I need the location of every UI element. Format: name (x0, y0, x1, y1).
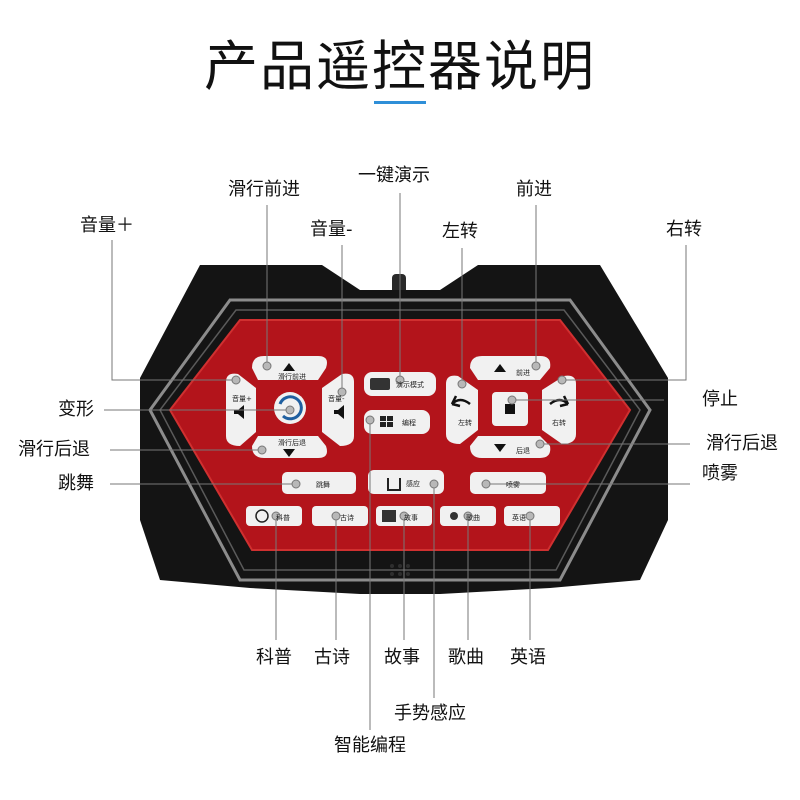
body-outline (148, 298, 652, 582)
btn-text-english: 英语 (512, 514, 526, 522)
turn-left-icon (450, 395, 471, 408)
label-programming: 智能编程 (334, 735, 406, 756)
callout-dots (231, 361, 567, 521)
forward-button[interactable] (470, 356, 551, 380)
label-slide-forward: 滑行前进 (228, 179, 300, 200)
label-science: 科普 (256, 647, 292, 668)
label-transform: 变形 (58, 399, 94, 420)
label-turn-left: 左转 (442, 221, 478, 242)
btn-text-back: 后退 (516, 447, 530, 455)
stop-icon (505, 404, 515, 414)
dance-button[interactable] (282, 472, 356, 494)
label-poem: 古诗 (314, 647, 350, 668)
btn-text-spray: 喷雾 (506, 481, 520, 489)
speaker-grille (390, 564, 410, 576)
btn-text-program: 编程 (402, 419, 416, 427)
btn-text-slide-back: 滑行后退 (278, 439, 306, 447)
slide-back-button[interactable] (252, 436, 327, 458)
label-forward: 前进 (516, 179, 552, 200)
btn-text-demo-mode: 演示模式 (396, 381, 424, 389)
btn-text-gesture: 感应 (406, 480, 420, 488)
callout-lines (104, 193, 690, 730)
label-gesture: 手势感应 (394, 703, 466, 724)
btn-text-song: 歌曲 (466, 514, 480, 522)
play-down-icon (494, 444, 506, 452)
title-underline (374, 101, 426, 104)
speaker-icon (334, 405, 344, 419)
speaker-icon (234, 405, 244, 419)
label-song: 歌曲 (448, 647, 484, 668)
label-english: 英语 (510, 647, 546, 668)
label-slide-back-right: 滑行后退 (706, 433, 778, 454)
atom-icon (255, 509, 269, 523)
btn-text-dance: 跳舞 (316, 481, 330, 489)
rotate-icon (278, 395, 303, 421)
label-stop: 停止 (702, 389, 738, 410)
music-icon (450, 512, 458, 520)
btn-text-slide-forward: 滑行前进 (278, 373, 306, 381)
btn-text-poem: 古诗 (340, 514, 354, 522)
back-button[interactable] (470, 436, 551, 458)
label-turn-right: 右转 (666, 219, 702, 240)
label-story: 故事 (384, 647, 420, 668)
label-vol-down: 音量- (310, 219, 353, 240)
book-icon (382, 510, 396, 522)
spray-button[interactable] (470, 472, 546, 494)
btn-text-left: 左转 (458, 419, 472, 427)
left-button[interactable] (446, 375, 478, 444)
btn-text-vol-up: 音量+ (232, 395, 252, 403)
btn-text-vol-down: 音量- (328, 395, 345, 403)
right-button[interactable] (542, 375, 576, 444)
windows-icon (380, 416, 393, 427)
play-down-icon (283, 449, 295, 457)
body-outline-inner (159, 309, 641, 571)
label-spray: 喷雾 (702, 463, 738, 484)
label-vol-up: 音量＋ (80, 215, 134, 236)
left-dpad (226, 356, 354, 458)
play-up-icon (283, 363, 295, 371)
btn-text-science: 科普 (276, 514, 290, 522)
label-dance: 跳舞 (58, 473, 94, 494)
page-title: 产品遥控器说明 (204, 35, 596, 98)
label-slide-back-left: 滑行后退 (18, 439, 90, 460)
btn-text-right: 右转 (552, 419, 566, 427)
hand-icon (387, 478, 401, 491)
btn-text-story: 故事 (404, 514, 418, 522)
play-up-icon (494, 364, 506, 372)
right-dpad (446, 356, 576, 458)
label-demo: 一键演示 (358, 165, 430, 186)
film-icon (370, 378, 390, 390)
btn-text-forward: 前进 (516, 369, 530, 377)
